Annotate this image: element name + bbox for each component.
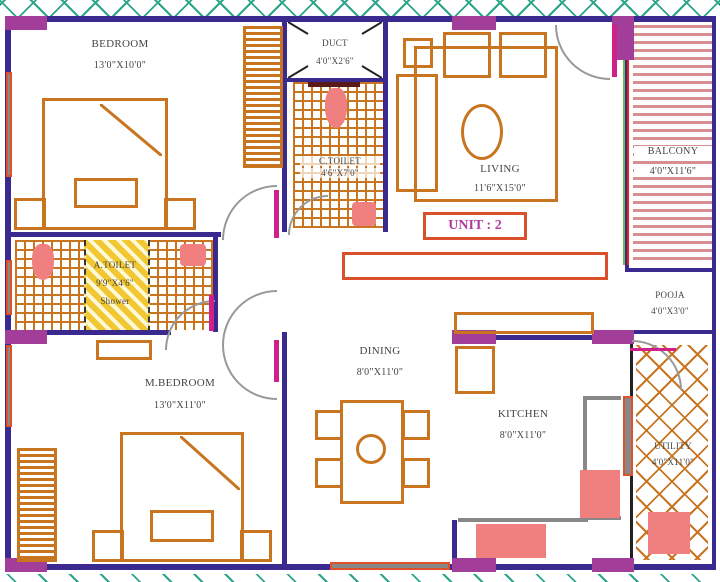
sink-icon xyxy=(476,524,546,558)
armchair-1 xyxy=(443,32,491,78)
pillar xyxy=(452,16,496,30)
armchair-2 xyxy=(499,32,547,78)
bed-mbedroom-pillows xyxy=(150,510,214,542)
window-utility xyxy=(623,396,633,476)
room-size-bedroom: 13'0"X10'0" xyxy=(93,60,147,71)
dining-chair xyxy=(315,410,343,440)
room-name-m-bedroom: M.BEDROOM xyxy=(144,377,216,389)
wall-kitchen-top xyxy=(452,335,632,340)
wash-basin-a-toilet-icon xyxy=(180,244,206,266)
window-mbedroom xyxy=(6,345,12,427)
bed-fold-icon xyxy=(100,104,162,156)
dining-table xyxy=(340,400,404,504)
room-size-c-toilet: 4'6"X7'0" xyxy=(300,168,380,178)
door-main-leaf xyxy=(612,25,617,77)
duct-sill xyxy=(308,82,360,87)
atoilet-vanity xyxy=(96,340,152,360)
room-name-duct: DUCT xyxy=(322,38,348,48)
bed-bedroom xyxy=(42,98,168,230)
kitchen-counter-right xyxy=(583,396,621,520)
coffee-table xyxy=(461,104,503,160)
wall-bedroom-right xyxy=(282,22,287,232)
pillar xyxy=(612,16,634,60)
pillar xyxy=(452,558,496,572)
room-name-pooja: POOJA xyxy=(655,290,685,300)
pillar xyxy=(592,558,634,572)
room-name-utility: UTILITY xyxy=(654,441,692,451)
mbed-fold-icon xyxy=(180,436,240,490)
wc-c-toilet-icon xyxy=(325,88,347,128)
dining-chair xyxy=(315,458,343,488)
room-name-kitchen: KITCHEN xyxy=(497,408,549,420)
room-size-duct: 4'0"X2'6" xyxy=(316,56,354,66)
room-size-a-toilet: 9'9"X4'6" xyxy=(96,278,134,288)
wall-kitchen-left-lower xyxy=(452,520,457,566)
pillar xyxy=(5,16,47,30)
wall-pooja-bottom xyxy=(625,330,715,334)
washing-machine-icon xyxy=(648,512,690,554)
door-mbedroom-leaf xyxy=(274,340,279,382)
kitchen-counter-bottom xyxy=(458,518,588,522)
tv-unit xyxy=(454,312,594,334)
living-partition-counter xyxy=(342,252,608,280)
room-name-balcony: BALCONY xyxy=(634,146,712,157)
outer-wall-top xyxy=(5,16,715,22)
nightstand-m-right xyxy=(240,530,272,562)
dining-centerpiece xyxy=(356,434,386,464)
unit-label: UNIT : 2 xyxy=(423,212,527,240)
room-size-kitchen: 8'0"X11'0" xyxy=(499,430,547,441)
room-size-dining: 8'0"X11'0" xyxy=(356,367,404,378)
room-size-balcony: 4'0"X11'6" xyxy=(634,166,712,177)
wash-basin-c-toilet-icon xyxy=(352,202,376,226)
window-bedroom xyxy=(6,72,12,177)
wardrobe-mbedroom xyxy=(17,448,57,562)
wall-atoilet-bottom xyxy=(11,330,171,335)
nightstand-right xyxy=(164,198,196,230)
wardrobe-bedroom xyxy=(243,26,283,168)
site-boundary-hatch-top xyxy=(0,0,720,16)
room-name-c-toilet: C.TOILET xyxy=(300,156,380,166)
balcony-rail-red xyxy=(627,60,629,265)
sofa-long xyxy=(396,74,438,192)
wall-mbedroom-right xyxy=(282,332,287,568)
duct-cross-icon xyxy=(288,22,382,78)
wc-a-toilet-icon xyxy=(32,244,54,280)
window-dining xyxy=(330,562,450,570)
wall-toilet-right xyxy=(383,22,388,232)
room-name-dining: DINING xyxy=(359,345,401,357)
wall-atoilet-right xyxy=(213,232,218,332)
living-rug xyxy=(414,46,558,202)
dining-chair xyxy=(402,410,430,440)
balcony-floor xyxy=(633,25,713,265)
pillar xyxy=(5,330,47,344)
door-a-toilet-leaf xyxy=(209,295,214,331)
room-size-utility: 4'0"X11'0" xyxy=(651,457,695,467)
room-name-bedroom: BEDROOM xyxy=(91,38,149,50)
window-atoilet xyxy=(6,260,12,315)
door-bedroom-leaf xyxy=(274,190,279,238)
pillar xyxy=(592,330,634,344)
bed-mbedroom xyxy=(120,432,244,562)
room-name-living: LIVING xyxy=(480,163,520,175)
outer-wall-right xyxy=(712,16,716,570)
stove-icon xyxy=(580,470,620,518)
shower-area xyxy=(84,240,150,332)
side-table xyxy=(403,38,433,68)
room-size-pooja: 4'0"X3'0" xyxy=(651,306,689,316)
site-boundary-hatch-bottom xyxy=(0,574,720,582)
bed-bedroom-pillows xyxy=(74,178,138,208)
room-size-m-bedroom: 13'0"X11'0" xyxy=(154,400,206,411)
wall-pooja-top xyxy=(625,268,715,272)
dining-chair xyxy=(402,458,430,488)
room-name-a-toilet: A.TOILET xyxy=(93,260,137,270)
door-utility-leaf xyxy=(630,348,676,351)
room-note-shower: Shower xyxy=(100,296,130,306)
nightstand-m-left xyxy=(92,530,124,562)
wall-bedroom-bottom xyxy=(11,232,221,237)
nightstand-left xyxy=(14,198,46,230)
balcony-rail-green xyxy=(623,60,625,265)
wall-duct-bottom xyxy=(287,78,383,82)
crockery-unit xyxy=(455,346,495,394)
room-size-living: 11'6"X15'0" xyxy=(474,183,526,194)
